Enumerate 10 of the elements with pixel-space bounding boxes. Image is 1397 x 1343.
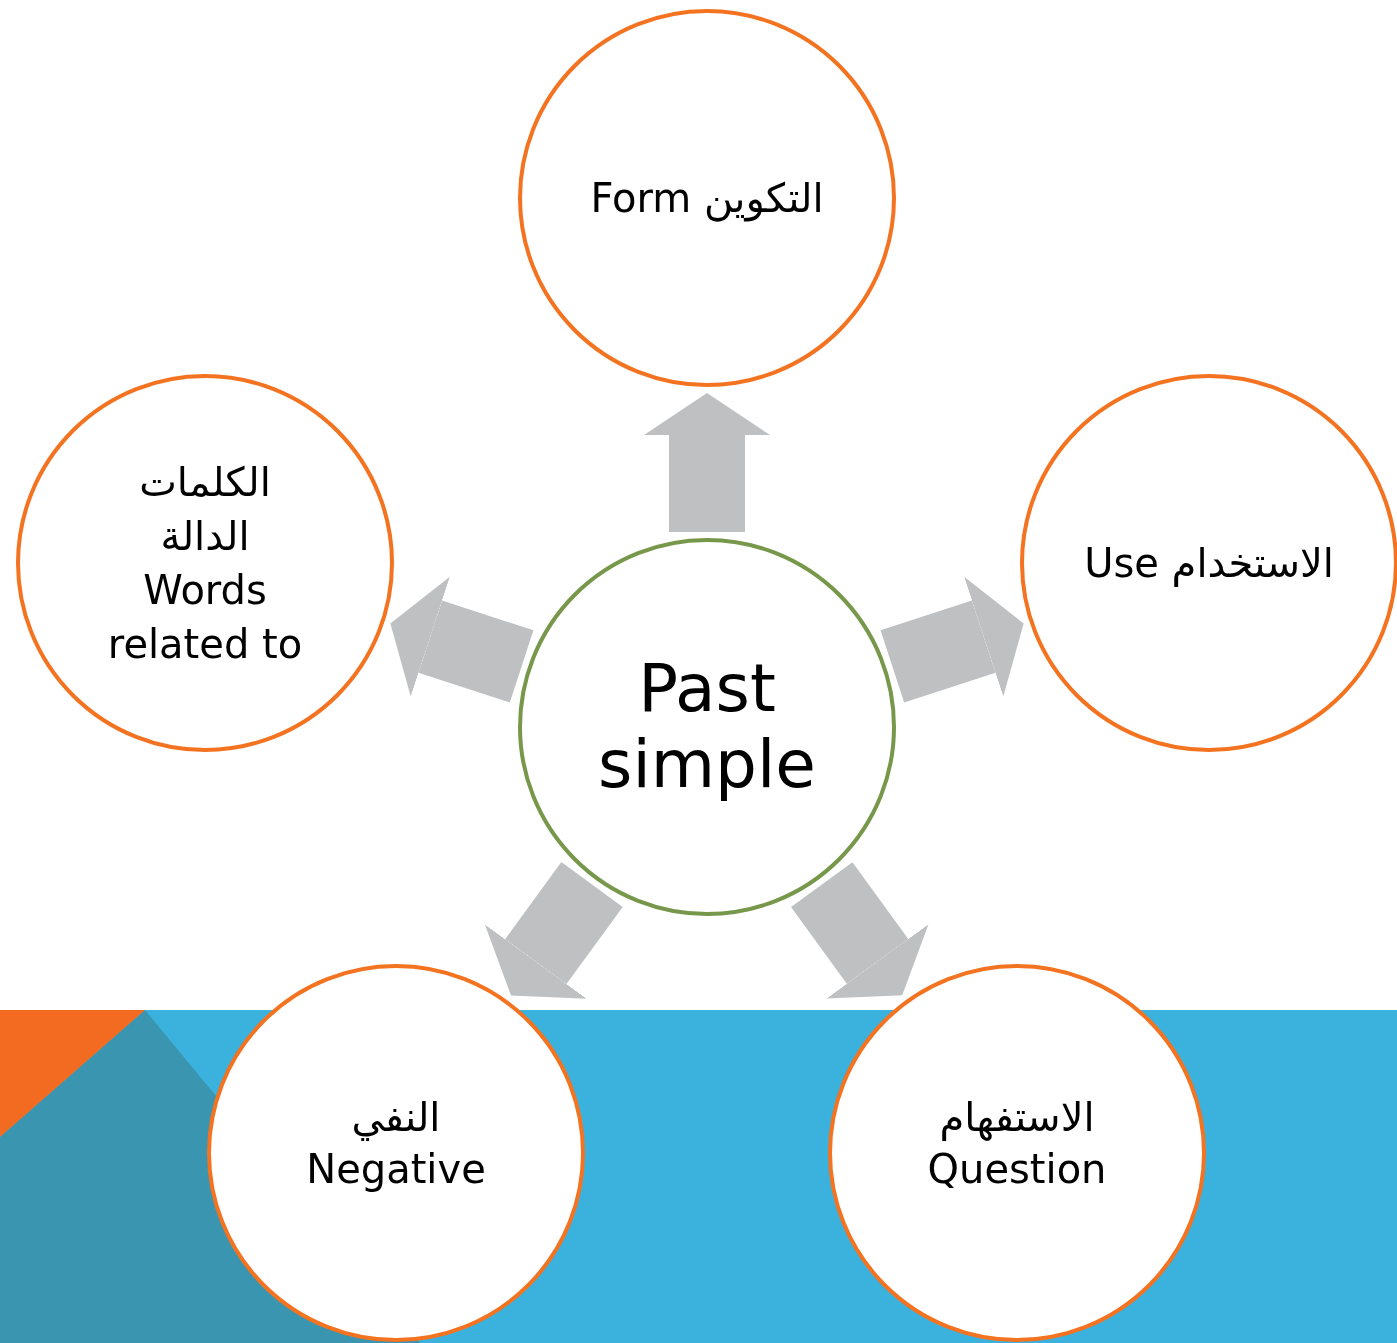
block-arrow bbox=[390, 576, 534, 703]
node-label: Form التكوين bbox=[589, 174, 825, 224]
node-label: الكلمات الدالة Words related to bbox=[106, 458, 304, 669]
node-label: الاستفهام Question bbox=[926, 1093, 1108, 1194]
node-label: النفي Negative bbox=[305, 1093, 487, 1194]
node-label: Use الاستخدام bbox=[1083, 539, 1335, 589]
node-label: Past simple bbox=[597, 651, 817, 803]
block-arrow bbox=[790, 862, 929, 999]
block-arrow bbox=[644, 393, 770, 532]
block-arrow bbox=[484, 862, 623, 999]
